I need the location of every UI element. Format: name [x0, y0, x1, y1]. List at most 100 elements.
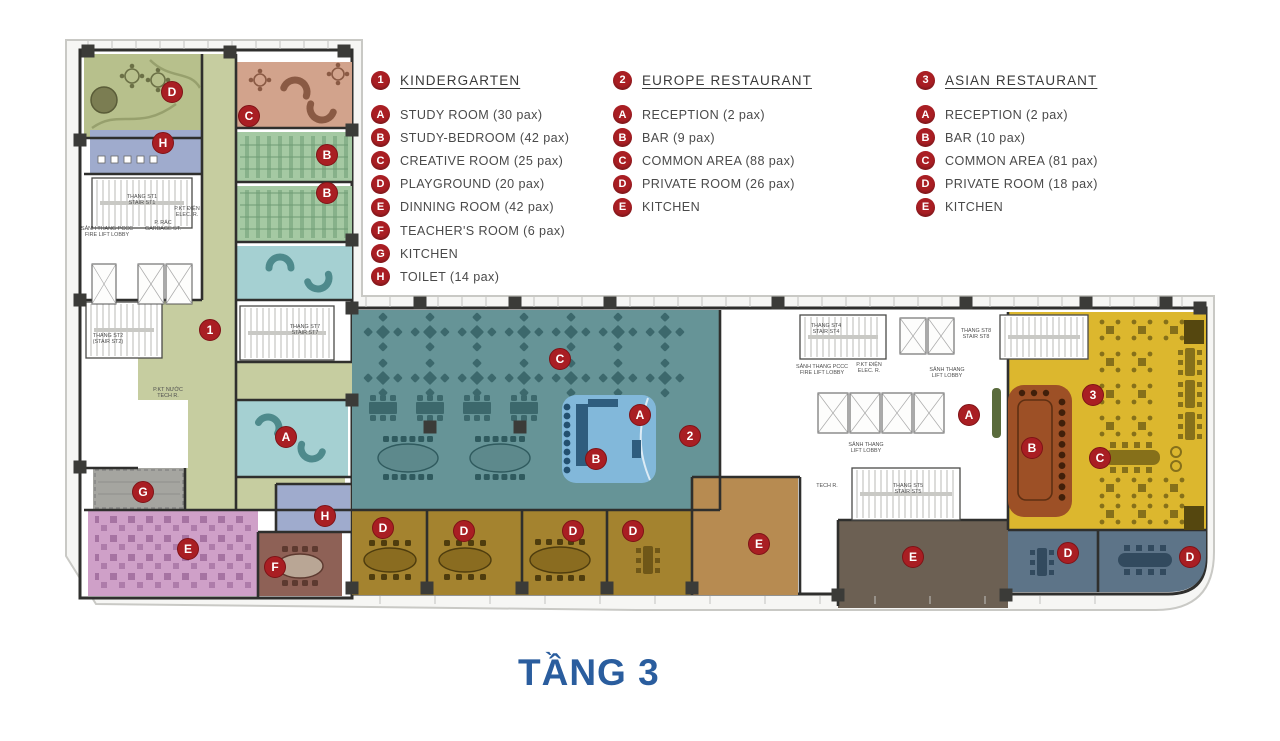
dining-tables: [95, 516, 251, 590]
legend-item: C CREATIVE ROOM (25 pax): [371, 149, 569, 172]
legend-item-key: A: [371, 105, 390, 125]
toilet-stall: [97, 155, 106, 164]
zone-as-kitchen: [838, 520, 1008, 608]
table-4-seats: [1131, 383, 1153, 405]
elevator: [927, 317, 955, 355]
table-4-seats: [551, 312, 591, 352]
bar-stool: [1058, 483, 1066, 491]
plan-marker-kg-c: C: [238, 105, 260, 127]
legend-item-key: C: [613, 151, 632, 171]
plan-marker-as-a: A: [958, 404, 980, 426]
legend-section-title: ASIAN RESTAURANT: [945, 72, 1098, 88]
bar-stool: [1042, 389, 1050, 397]
column: [959, 296, 973, 310]
column: [73, 293, 87, 307]
long-table: [1104, 442, 1182, 473]
legend-item-label: KITCHEN: [642, 200, 701, 215]
plan-marker-kg-d: D: [161, 81, 183, 103]
plan-marker-as-e: E: [902, 546, 924, 568]
stair: [999, 314, 1089, 360]
legend-item-label: TOILET (14 pax): [400, 269, 500, 284]
oval-table: [469, 436, 531, 480]
round-table: [248, 68, 272, 92]
column: [337, 44, 351, 58]
svg-text:G: G: [138, 485, 147, 499]
oval-table: [438, 540, 492, 580]
legend-section-title: EUROPE RESTAURANT: [642, 72, 812, 88]
table-6-seats: [416, 395, 444, 421]
plan-marker-as-b: B: [1021, 437, 1043, 459]
elevator: [165, 263, 193, 305]
table-4-seats: [645, 312, 685, 352]
table-4-seats: [457, 312, 497, 352]
column: [345, 233, 359, 247]
zone-kg-corridor: [188, 400, 236, 480]
table-4-seats: [1163, 503, 1185, 525]
table-4-seats: [1099, 319, 1121, 341]
bar-stool: [563, 457, 571, 465]
svg-text:D: D: [629, 524, 638, 538]
room-label-st2: THANG ST2(STAIR ST2): [93, 333, 124, 345]
table-6-seats: [369, 395, 397, 421]
bar-stool: [563, 439, 571, 447]
column: [81, 44, 95, 58]
zone-as-private-rooms: [1008, 530, 1206, 592]
bar-stool: [1058, 472, 1066, 480]
plan-marker-eu-d4: D: [622, 520, 644, 542]
legend-header: 2 EUROPE RESTAURANT: [613, 68, 812, 92]
legend-item-key: G: [371, 244, 390, 264]
legend-item-label: COMMON AREA (81 pax): [945, 153, 1098, 168]
legend-item: C COMMON AREA (81 pax): [916, 149, 1098, 172]
legend-item-key: C: [916, 151, 935, 171]
oval-table: [363, 540, 417, 580]
elevator: [817, 392, 849, 434]
bar-stool: [563, 448, 571, 456]
bar-stool: [1058, 441, 1066, 448]
bar-stool: [1030, 389, 1038, 397]
svg-text:C: C: [1096, 451, 1105, 465]
bar-stool: [1058, 398, 1066, 406]
column: [771, 296, 785, 310]
table-6-seats: [510, 395, 538, 421]
legend-section-number: 2: [613, 70, 632, 90]
kitchen-counters: [94, 469, 184, 509]
svg-text:A: A: [636, 408, 645, 422]
legend-item-key: B: [613, 128, 632, 148]
legend-item-key: H: [371, 267, 390, 287]
floor-title: TẦNG 3: [518, 652, 660, 693]
bar-counter: [1017, 399, 1053, 501]
legend-item-label: COMMON AREA (88 pax): [642, 153, 795, 168]
legend-item-label: CREATIVE ROOM (25 pax): [400, 153, 564, 168]
table-4-seats: [598, 312, 638, 352]
round-table: [326, 62, 350, 86]
table-4-seats: [504, 312, 544, 352]
column: [223, 45, 237, 59]
plan-marker-kg-a: A: [275, 426, 297, 448]
table-4-seats: [504, 358, 544, 398]
cabinet: [1184, 506, 1204, 530]
table-4-seats: [1131, 503, 1153, 525]
legend-header: 3 ASIAN RESTAURANT: [916, 68, 1098, 92]
legend-section-number: 3: [916, 70, 935, 90]
legend-item-key: C: [371, 151, 390, 171]
legend-item-label: TEACHER'S ROOM (6 pax): [400, 223, 566, 238]
table-4-seats: [1099, 351, 1121, 373]
svg-text:C: C: [245, 109, 254, 123]
table-4-seats: [1163, 477, 1185, 499]
plan-marker-as-c: C: [1089, 447, 1111, 469]
legend-item-label: PRIVATE ROOM (18 pax): [945, 177, 1098, 192]
